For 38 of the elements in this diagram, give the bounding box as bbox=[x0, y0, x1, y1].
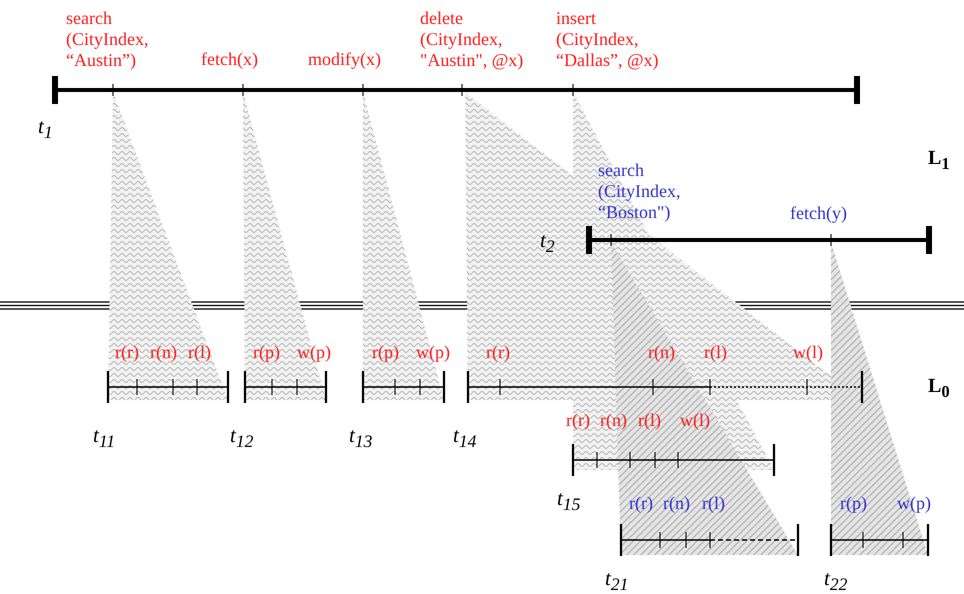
time-label: t$_{13}$ bbox=[349, 425, 372, 452]
action-label: r(r) bbox=[566, 410, 590, 431]
action-label: r(p) bbox=[253, 342, 280, 363]
action-label: r(r) bbox=[486, 342, 510, 363]
time-label: t$_{11}$ bbox=[93, 425, 116, 452]
operation-label: fetch(x) bbox=[201, 49, 258, 70]
action-label: r(p) bbox=[372, 342, 399, 363]
operation-label: search (CityIndex, “Boston") bbox=[598, 160, 682, 223]
operation-label: insert (CityIndex, “Dallas”, @x) bbox=[556, 8, 660, 71]
action-label: r(l) bbox=[188, 342, 211, 363]
action-label: w(p) bbox=[897, 493, 931, 514]
action-label: w(l) bbox=[793, 342, 823, 363]
action-label: r(l) bbox=[702, 493, 725, 514]
action-label: r(l) bbox=[638, 410, 661, 431]
operation-label: fetch(y) bbox=[790, 203, 847, 224]
time-label: t$_{14}$ bbox=[453, 425, 476, 452]
action-label: w(p) bbox=[416, 342, 450, 363]
time-label: t$_{12}$ bbox=[230, 425, 254, 452]
level-label: L$_{1}$ bbox=[928, 148, 950, 174]
action-label: r(l) bbox=[704, 342, 727, 363]
action-label: r(n) bbox=[663, 493, 690, 514]
action-label: r(r) bbox=[115, 342, 139, 363]
action-label: w(p) bbox=[297, 342, 331, 363]
level-label: L$_{0}$ bbox=[928, 376, 950, 402]
action-label: r(p) bbox=[840, 493, 867, 514]
time-label: t$_{15}$ bbox=[557, 488, 580, 516]
operation-label: delete (CityIndex, "Austin", @x) bbox=[420, 8, 524, 71]
time-label: t$_{22}$ bbox=[824, 568, 848, 594]
time-label: t$_{21}$ bbox=[605, 568, 628, 594]
time-label: t$_{2}$ bbox=[540, 230, 555, 258]
action-label: r(r) bbox=[629, 493, 653, 514]
operation-label: search (CityIndex, “Austin”) bbox=[66, 8, 150, 71]
operation-label: modify(x) bbox=[308, 49, 381, 70]
action-label: w(l) bbox=[680, 410, 710, 431]
action-label: r(n) bbox=[600, 410, 627, 431]
time-label: t$_{1}$ bbox=[38, 116, 53, 144]
action-label: r(n) bbox=[150, 342, 177, 363]
action-label: r(n) bbox=[648, 342, 675, 363]
